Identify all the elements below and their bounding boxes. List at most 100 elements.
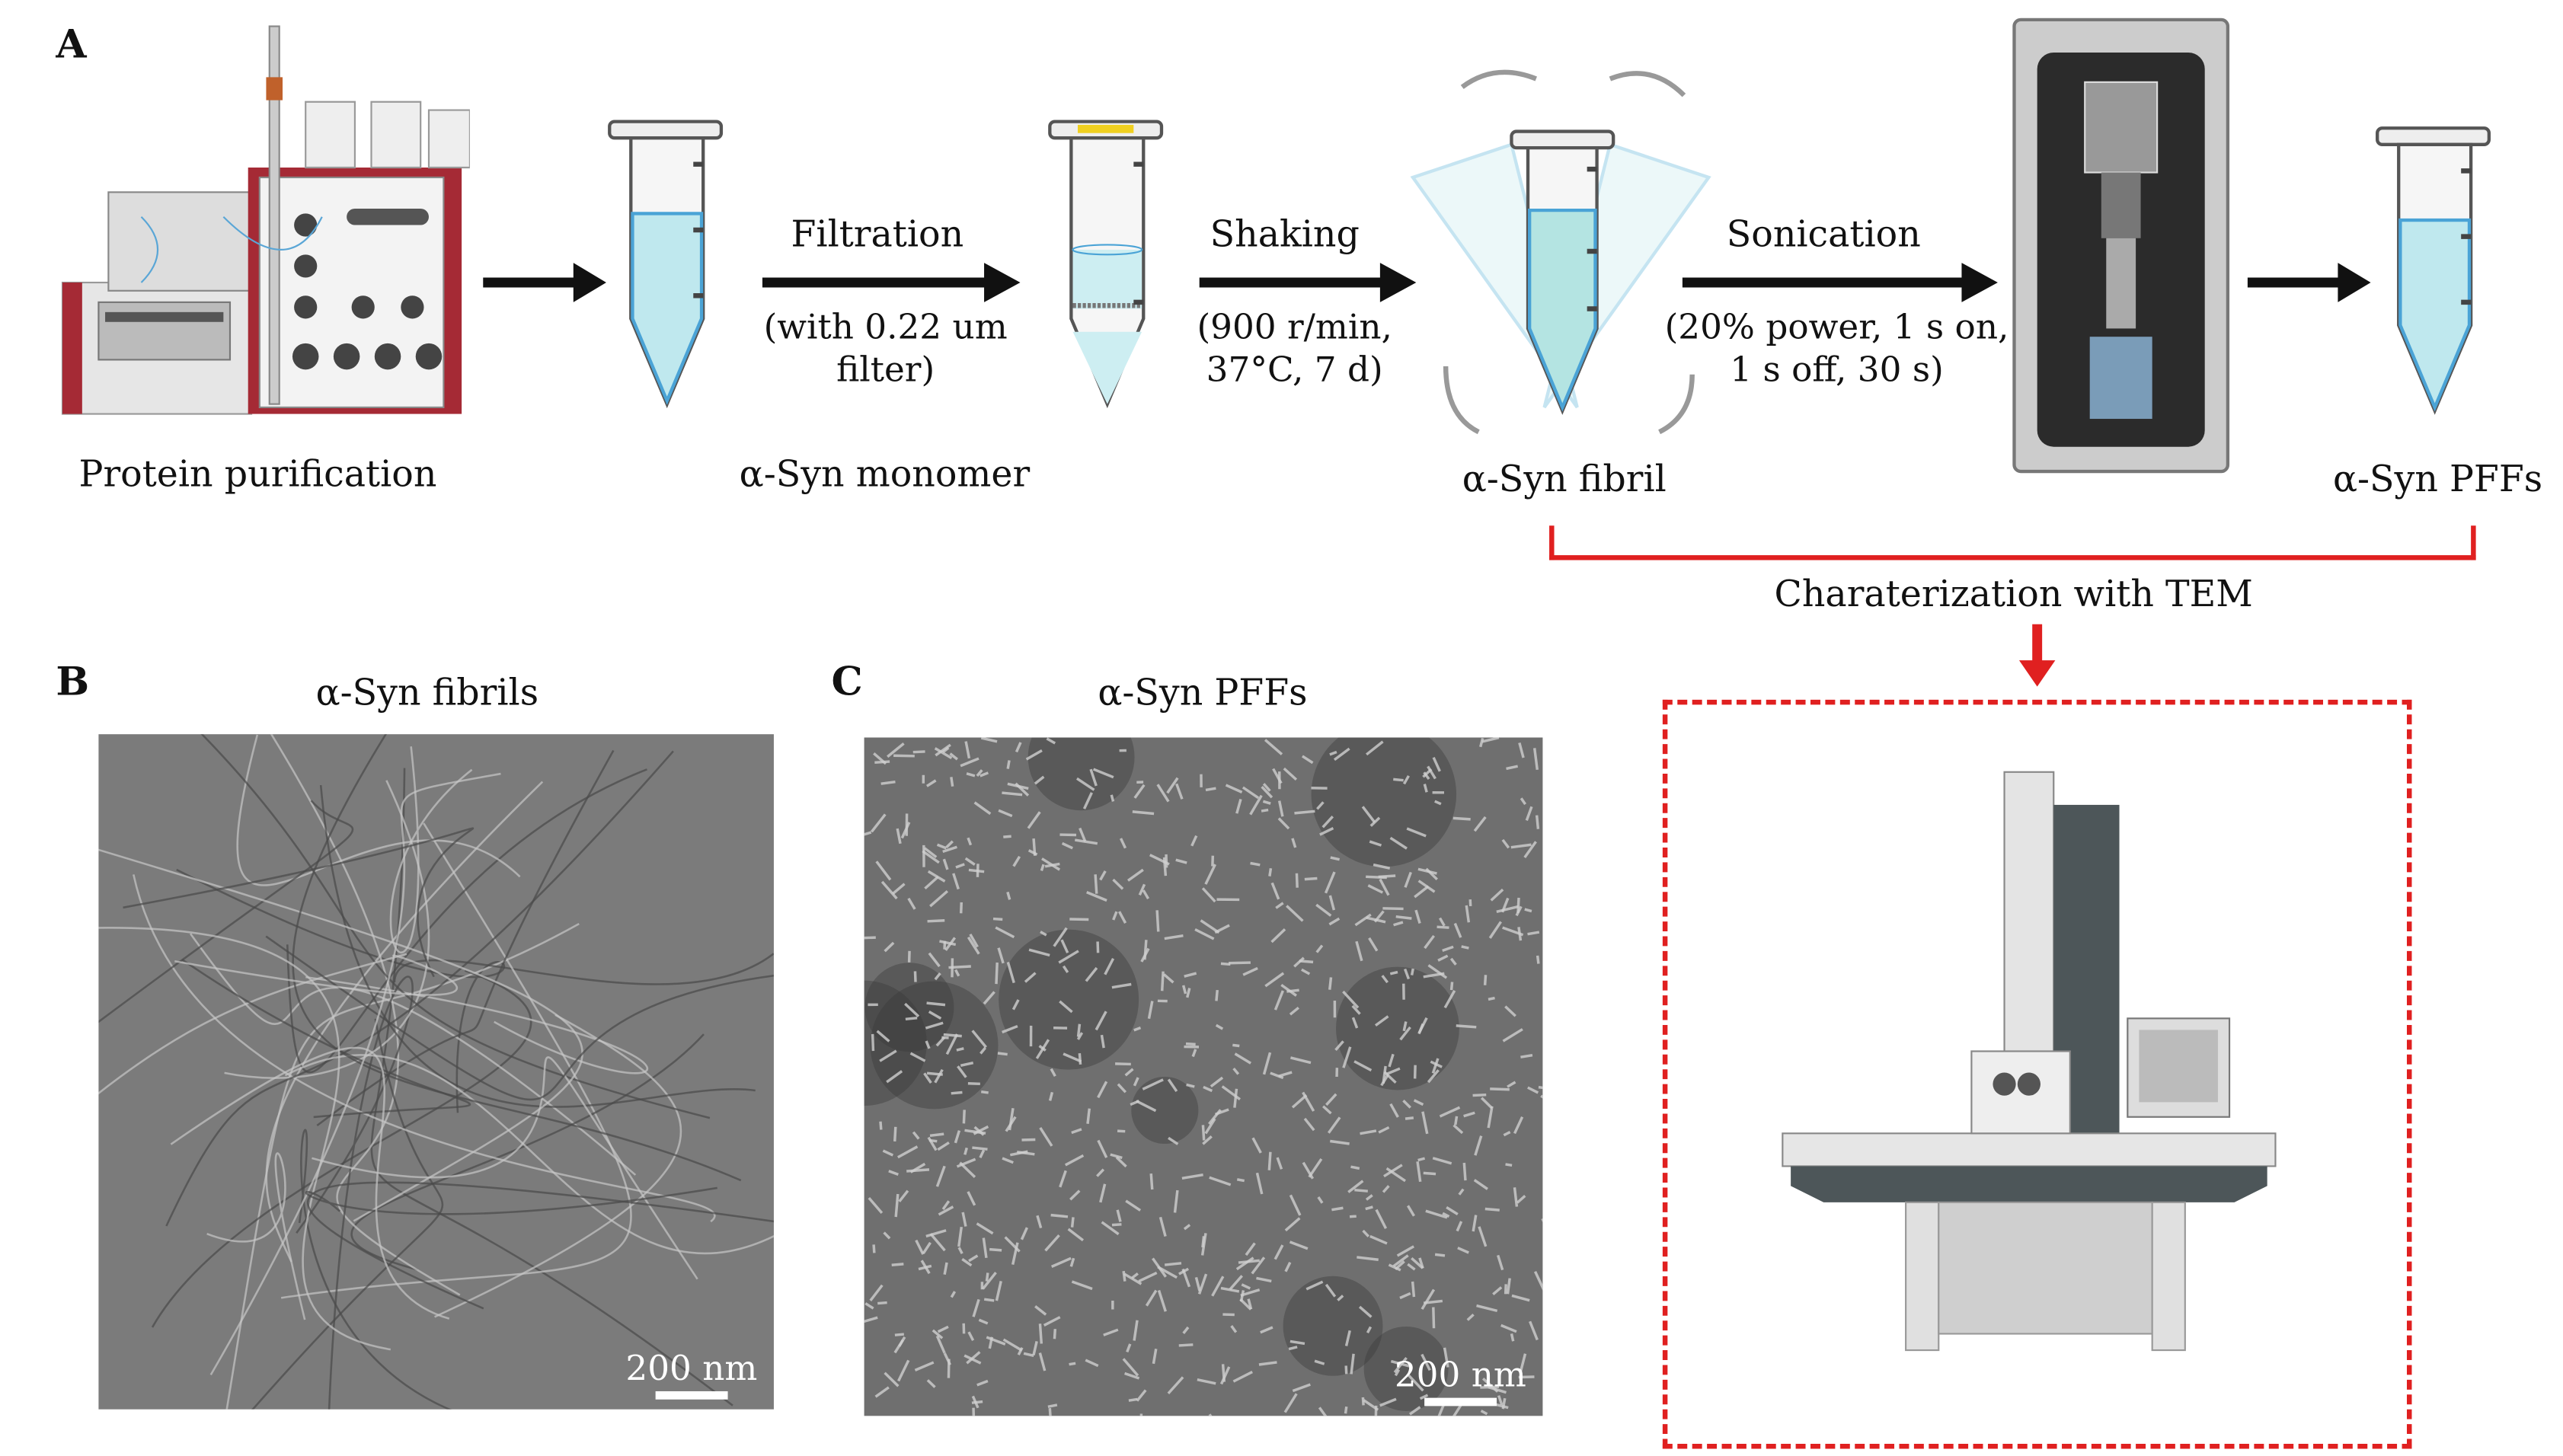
fibril <box>370 768 733 1407</box>
pff-fragment <box>1425 1209 1448 1219</box>
pff-fragment <box>1523 841 1537 859</box>
pff-fragment <box>1361 806 1376 824</box>
pff-fragment <box>1437 954 1449 962</box>
panel-b-title: α-Syn fibrils <box>315 673 539 715</box>
fibril <box>209 772 501 1376</box>
fibrils-image <box>98 734 774 1410</box>
pff-fragment <box>1190 835 1198 847</box>
pff-fragment <box>1396 1245 1414 1257</box>
pff-fragment <box>1527 1086 1539 1094</box>
arrow-icon <box>2247 263 2371 302</box>
pff-fragment <box>1504 1284 1507 1295</box>
fibril <box>319 784 756 1108</box>
pff-fragment <box>1438 917 1446 927</box>
sonication-label: Sonication <box>1726 215 1921 257</box>
pff-fragment <box>1419 1394 1429 1400</box>
pff-fragment <box>1142 1078 1164 1090</box>
pff-fragment <box>1036 1215 1043 1229</box>
pff-fragment <box>943 1262 948 1276</box>
pff-fragment <box>1423 1299 1443 1304</box>
pff-fragment <box>1283 767 1298 781</box>
pff-fragment <box>1015 742 1022 753</box>
pff-fragment <box>1382 907 1404 911</box>
pff-fragment <box>1328 977 1333 990</box>
pff-fragment <box>1039 1126 1053 1147</box>
pff-fragment <box>1411 1281 1416 1298</box>
pff-fragment <box>1023 1352 1034 1357</box>
pff-fragment <box>1058 950 1079 964</box>
pff-fragment <box>1461 945 1469 950</box>
fibril <box>165 750 674 1227</box>
pff-fragment <box>1366 916 1386 924</box>
pff-fragment <box>1490 1087 1510 1091</box>
fibril <box>206 1152 306 1320</box>
pff-fragment <box>985 1272 989 1282</box>
pff-fragment <box>1354 913 1372 927</box>
pff-fragment <box>1050 1213 1069 1218</box>
condition-line: (with 0.22 um <box>763 307 1008 347</box>
pff-fragment <box>1399 1026 1411 1041</box>
pff-fragment <box>1103 1328 1119 1336</box>
pff-fragment <box>1496 905 1520 914</box>
pff-fragment <box>980 771 989 777</box>
pff-fragment <box>1133 1077 1139 1087</box>
pff-fragment <box>966 772 976 777</box>
pff-fragment <box>1040 931 1047 937</box>
step-label: α-Syn PFFs <box>2332 459 2543 501</box>
pff-fragment <box>1262 800 1271 805</box>
pff-fragment <box>1076 1032 1084 1040</box>
pff-fragment <box>1381 975 1389 984</box>
pff-fragment <box>1395 915 1412 920</box>
pff-fragment <box>1362 1229 1370 1237</box>
pff-fragment <box>960 757 980 768</box>
pff-fragment <box>1118 911 1127 924</box>
pff-fragment <box>1416 1161 1422 1183</box>
pff-fragment <box>879 1121 883 1130</box>
pff-fragment <box>1110 1153 1123 1160</box>
pff-fragment <box>976 769 983 777</box>
pff-fragment <box>1061 841 1073 850</box>
pff-fragment <box>1402 1100 1411 1109</box>
pff-fragment <box>1535 815 1540 829</box>
scale-bar-line <box>655 1391 728 1400</box>
pff-fragment <box>1392 1254 1409 1268</box>
pff-fragment <box>1427 765 1436 780</box>
step-label: α-Syn fibril <box>1462 459 1667 501</box>
pff-fragment <box>1115 1062 1131 1066</box>
pff-fragment <box>1234 1052 1252 1065</box>
pff-fragment <box>1402 1021 1408 1032</box>
pff-fragment <box>1458 1188 1465 1196</box>
pff-fragment <box>1481 1378 1499 1393</box>
pff-fragment <box>935 743 951 757</box>
pff-fragment <box>909 1052 926 1062</box>
fibril <box>251 1018 444 1410</box>
pff-fragment <box>1315 944 1324 953</box>
filtration-condition: (with 0.22 um filter) <box>746 305 1025 391</box>
pffs-image <box>864 737 1543 1416</box>
tube-icon <box>608 120 724 409</box>
pff-fragment <box>1334 1040 1344 1051</box>
pff-fragment <box>1344 1406 1348 1414</box>
pff-fragment <box>1497 1254 1504 1271</box>
pff-fragment <box>976 1222 994 1235</box>
pff-fragment <box>1082 792 1093 809</box>
pff-fragment <box>1100 1034 1105 1049</box>
pff-fragment <box>1513 1116 1524 1135</box>
pff-fragment <box>1284 1262 1292 1272</box>
pff-fragment <box>1178 1343 1194 1347</box>
pff-fragment <box>1152 1349 1158 1365</box>
pff-fragment <box>1453 922 1462 938</box>
pff-fragment <box>864 831 872 836</box>
pff-fragment <box>1389 836 1408 850</box>
pff-fragment <box>1527 931 1540 936</box>
pff-fragment <box>894 1333 905 1336</box>
pff-fragment <box>1255 1172 1264 1195</box>
pff-fragment <box>1092 768 1114 779</box>
pff-fragment <box>1369 816 1381 827</box>
pff-fragment <box>968 868 985 873</box>
pff-fragment <box>1446 1205 1459 1216</box>
pff-fragment <box>1003 835 1011 838</box>
pff-fragment <box>1473 816 1487 832</box>
pff-fragment <box>961 1212 967 1227</box>
pff-fragment <box>1027 811 1041 829</box>
